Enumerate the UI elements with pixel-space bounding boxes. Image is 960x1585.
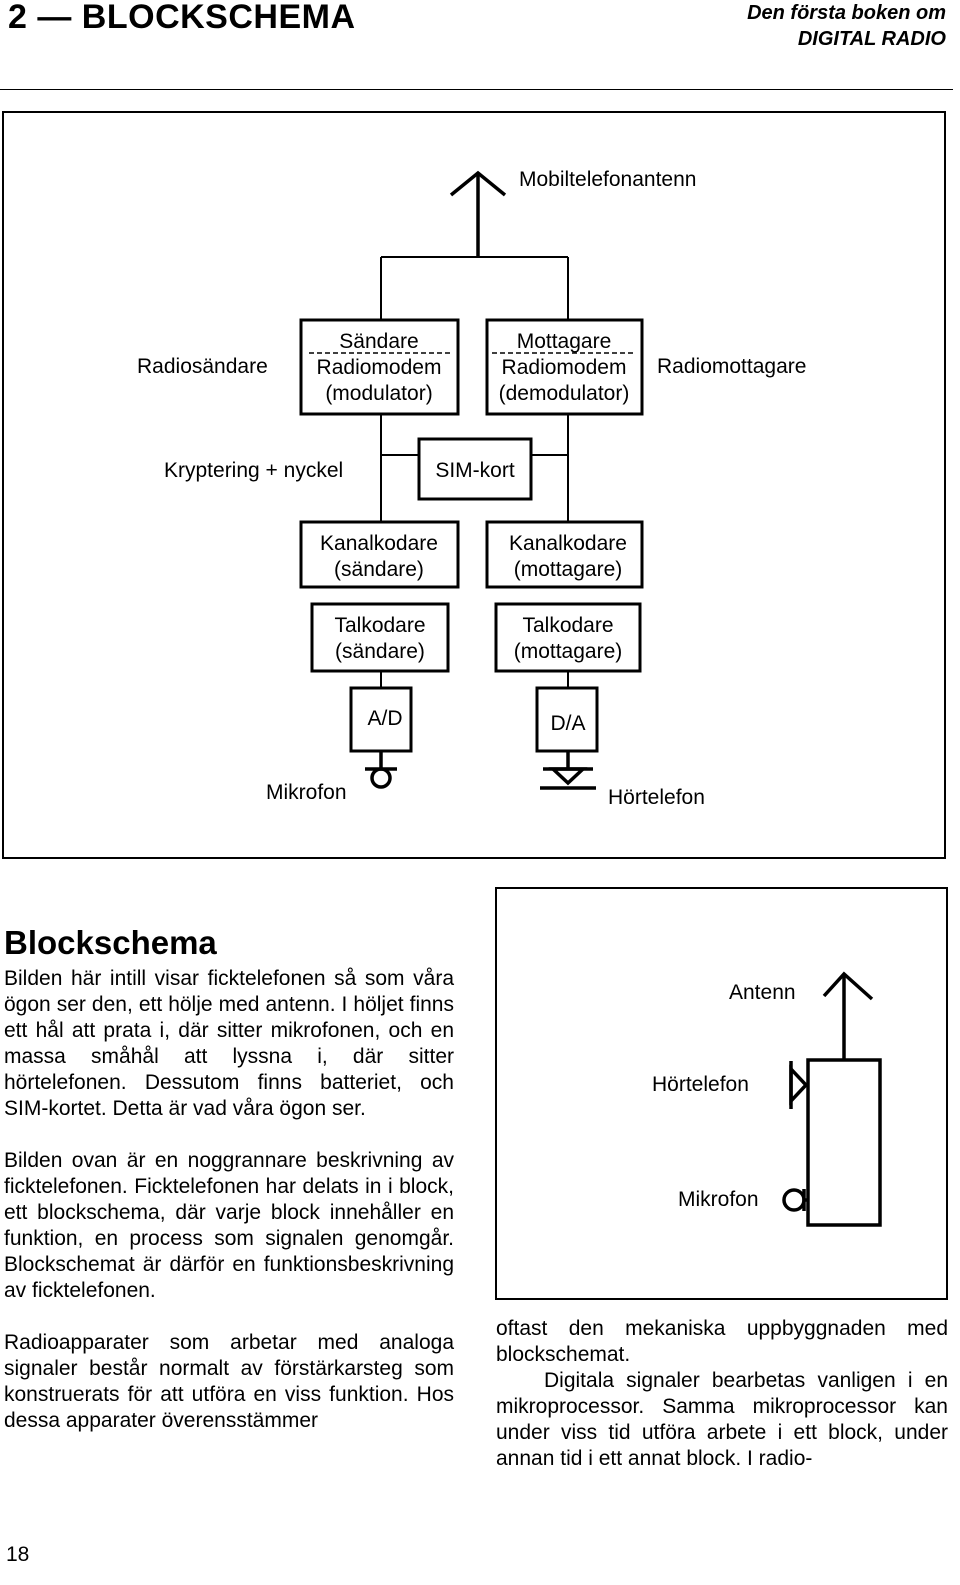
phone-body bbox=[806, 1058, 882, 1227]
demodulator-block bbox=[485, 318, 644, 416]
modulator-line1: Sändare bbox=[339, 330, 418, 353]
radio-receiver-label: Radiomottagare bbox=[657, 355, 806, 378]
header-rule bbox=[0, 89, 953, 90]
earphone-icon bbox=[789, 1061, 809, 1109]
demodulator-line2: Radiomodem bbox=[502, 356, 627, 379]
left-column-text: Bilden här intill visar ficktelefonen så… bbox=[4, 966, 454, 1460]
page-number: 18 bbox=[6, 1543, 30, 1566]
sim-card-block bbox=[417, 437, 533, 501]
speech-coder-tx-line2: (sändare) bbox=[335, 640, 425, 663]
antenna-label: Mobiltelefonantenn bbox=[519, 168, 696, 191]
paragraph: Bilden här intill visar ficktelefonen så… bbox=[4, 967, 454, 1120]
speech-coder-rx-block bbox=[494, 602, 642, 673]
channel-coder-tx-line1: Kanalkodare bbox=[320, 532, 438, 555]
ad-label: A/D bbox=[367, 707, 402, 730]
da-label: D/A bbox=[550, 712, 585, 735]
speech-coder-tx-block bbox=[310, 602, 450, 673]
channel-coder-rx-block bbox=[485, 520, 644, 589]
encryption-label: Kryptering + nyckel bbox=[164, 459, 343, 482]
channel-coder-tx-line2: (sändare) bbox=[334, 558, 424, 581]
sim-card-label: SIM-kort bbox=[435, 459, 515, 482]
earphone-label: Hörtelefon bbox=[608, 786, 705, 809]
demodulator-line1: Mottagare bbox=[517, 330, 612, 353]
antenna-icon bbox=[822, 971, 874, 1060]
right-column-text: oftast den mekaniska uppbyggnaden med bl… bbox=[496, 1316, 948, 1472]
paragraph: Digitala signaler bearbetas vanligen i e… bbox=[496, 1369, 948, 1470]
microphone-icon bbox=[782, 1188, 808, 1212]
paragraph: Radioapparater som arbetar med analoga s… bbox=[4, 1331, 454, 1432]
section-heading: Blockschema bbox=[4, 924, 217, 961]
microphone-label: Mikrofon bbox=[266, 781, 347, 804]
phone-figure-frame: Antenn Hörtelefon Mikrofon bbox=[495, 887, 948, 1300]
channel-coder-tx-block bbox=[299, 520, 460, 589]
modulator-line3: (modulator) bbox=[325, 382, 432, 405]
book-title-line2: DIGITAL RADIO bbox=[797, 28, 946, 50]
radio-transmitter-label: Radiosändare bbox=[137, 355, 268, 378]
paragraph: oftast den mekaniska uppbyggnaden med bl… bbox=[496, 1317, 948, 1366]
paragraph: Bilden ovan är en noggrannare beskrivnin… bbox=[4, 1149, 454, 1302]
microphone-label: Mikrofon bbox=[678, 1188, 759, 1211]
microphone-icon bbox=[365, 751, 397, 789]
channel-coder-rx-line1: Kanalkodare bbox=[509, 532, 627, 555]
speech-coder-rx-line1: Talkodare bbox=[522, 614, 613, 637]
modulator-block bbox=[299, 318, 460, 416]
block-diagram: Mobiltelefonantenn Radiosändare Radiomot… bbox=[137, 168, 806, 809]
demodulator-line3: (demodulator) bbox=[499, 382, 630, 405]
modulator-line2: Radiomodem bbox=[317, 356, 442, 379]
earphone-icon bbox=[540, 751, 596, 790]
speech-coder-tx-line1: Talkodare bbox=[334, 614, 425, 637]
book-title-line1: Den första boken om bbox=[747, 2, 946, 24]
channel-coder-rx-line2: (mottagare) bbox=[514, 558, 623, 581]
chapter-title: 2 — BLOCKSCHEMA bbox=[8, 0, 356, 36]
antenna-label: Antenn bbox=[729, 981, 796, 1004]
antenna-icon bbox=[449, 170, 507, 257]
book-title: Den första boken om DIGITAL RADIO bbox=[747, 0, 946, 52]
speech-coder-rx-line2: (mottagare) bbox=[514, 640, 623, 663]
phone-figure: Antenn Hörtelefon Mikrofon bbox=[652, 971, 882, 1227]
block-diagram-frame: Mobiltelefonantenn Radiosändare Radiomot… bbox=[2, 111, 946, 859]
earphone-label: Hörtelefon bbox=[652, 1073, 749, 1096]
